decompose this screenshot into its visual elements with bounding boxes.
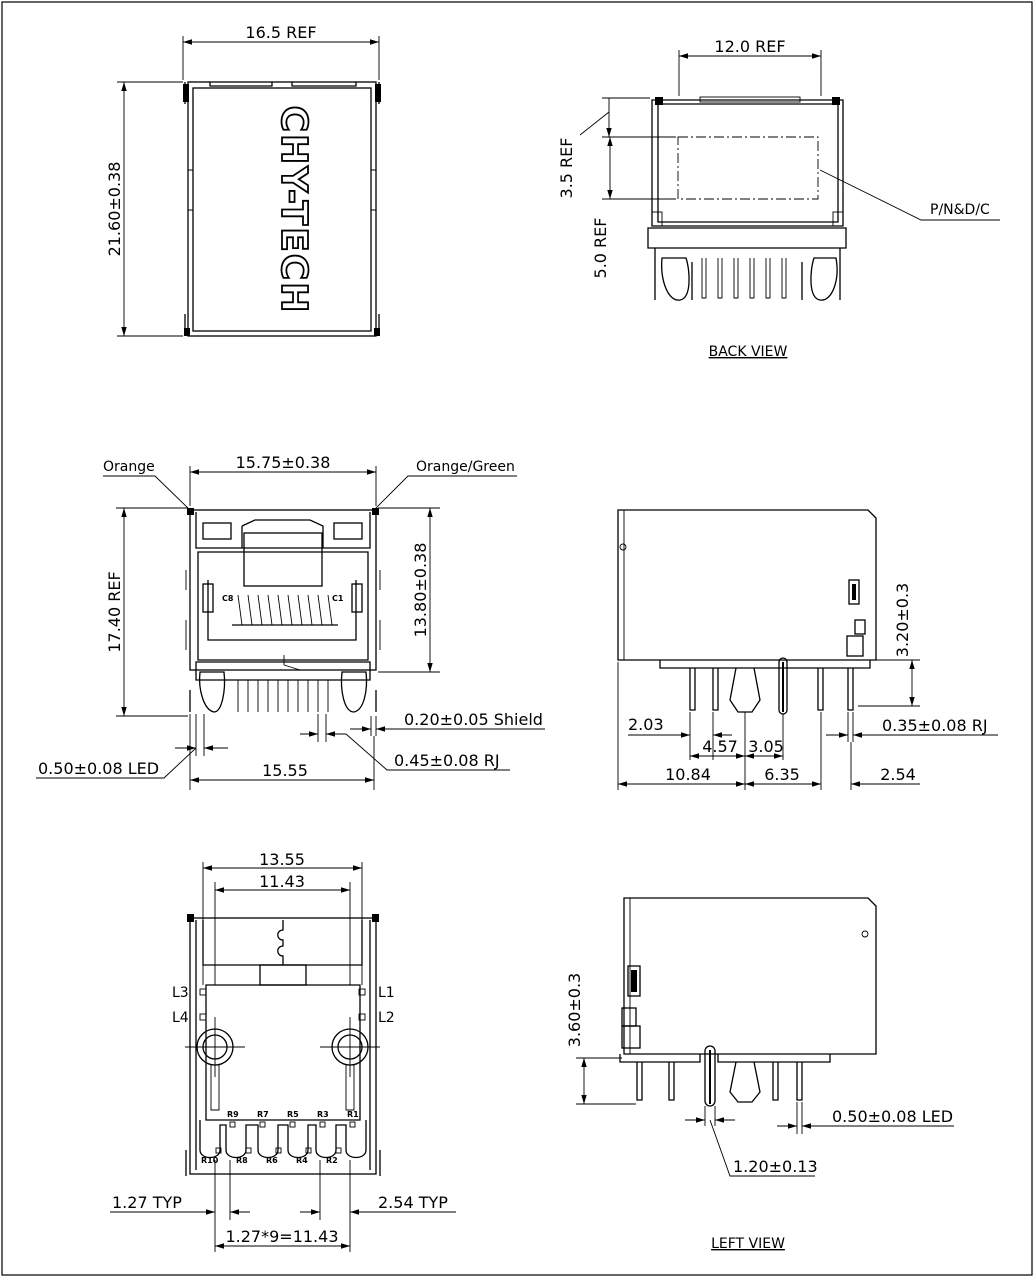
- back-label-height-dim: 3.5 REF: [557, 138, 576, 199]
- bottom-outer-dim: 13.55: [259, 850, 305, 869]
- side-view: 3.20±0.3 0.35±0.08 RJ 2.03 4.57 3.05 10.…: [617, 509, 998, 790]
- pin-label-r3: R3: [317, 1110, 329, 1119]
- left-led-pin-dim: 0.50±0.08 LED: [832, 1107, 953, 1126]
- brand-logo-text: CHY-TECH: [273, 106, 314, 315]
- side-dim-f: 2.54: [880, 765, 916, 784]
- pin-label-r4: R4: [296, 1156, 308, 1165]
- left-view-title: LEFT VIEW: [711, 1236, 785, 1252]
- side-dim-c: 3.05: [748, 737, 784, 756]
- base-width-dim: 15.55: [262, 761, 308, 780]
- left-view: 3.60±0.3 0.50±0.08 LED 1.20±0.13 LEFT VI…: [565, 897, 954, 1252]
- side-dim-e: 6.35: [764, 765, 800, 784]
- led-label-l4: L4: [172, 1010, 189, 1026]
- led-right-label: Orange/Green: [416, 459, 515, 475]
- pin-span-dim: 1.27*9=11.43: [225, 1227, 338, 1246]
- bottom-view: L3 L4 L1 L2 R9 R7 R5 R3 R1 R10 R8 R6 R4 …: [110, 850, 456, 1252]
- row-typ-dim: 2.54 TYP: [378, 1193, 448, 1212]
- side-dim-a: 2.03: [628, 715, 664, 734]
- pin-label-r7: R7: [257, 1110, 269, 1119]
- top-width-dim: 16.5 REF: [245, 23, 316, 42]
- side-dim-d: 10.84: [665, 765, 711, 784]
- side-dim-b: 4.57: [702, 737, 738, 756]
- pin-label-r8: R8: [236, 1156, 248, 1165]
- top-view: CHY-TECH 16.5 REF 21.60±0.38: [105, 23, 381, 337]
- back-view-title: BACK VIEW: [709, 344, 788, 360]
- bottom-inner-dim: 11.43: [259, 872, 305, 891]
- back-width-dim: 12.0 REF: [714, 37, 785, 56]
- pin-label-r6: R6: [266, 1156, 278, 1165]
- back-view: 12.0 REF 3.5 REF 5.0 REF P/N&D/C BACK VI…: [557, 37, 1000, 360]
- pin-label-r5: R5: [287, 1110, 299, 1119]
- front-view: C8 C1 Orange Orange/Green 15.75±0.38 17.…: [36, 453, 545, 790]
- front-height-dim: 17.40 REF: [105, 571, 124, 652]
- led-label-l3: L3: [172, 985, 189, 1001]
- left-height-dim: 3.60±0.3: [565, 973, 584, 1047]
- left-pin-dim: 1.20±0.13: [733, 1157, 818, 1176]
- led-label-l1: L1: [378, 985, 395, 1001]
- led-label-l2: L2: [378, 1010, 395, 1026]
- top-height-dim: 21.60±0.38: [105, 162, 124, 257]
- contact-c1-label: C1: [332, 594, 344, 603]
- side-rj-pin-dim: 0.35±0.08 RJ: [882, 716, 988, 735]
- pin-label-r9: R9: [227, 1110, 239, 1119]
- pin-label-r10: R10: [201, 1156, 219, 1165]
- pitch-typ-dim: 1.27 TYP: [112, 1193, 182, 1212]
- pin-label-r1: R1: [347, 1110, 359, 1119]
- contact-c8-label: C8: [222, 594, 234, 603]
- pin-label-r2: R2: [326, 1156, 338, 1165]
- back-marking-label: P/N&D/C: [930, 202, 990, 218]
- led-pin-dim: 0.50±0.08 LED: [38, 759, 159, 778]
- rj-pin-dim: 0.45±0.08 RJ: [394, 751, 500, 770]
- led-left-label: Orange: [103, 459, 155, 475]
- front-inner-height-dim: 13.80±0.38: [411, 543, 430, 638]
- side-height-dim: 3.20±0.3: [893, 583, 912, 657]
- back-view-pins: [661, 257, 838, 301]
- front-width-dim: 15.75±0.38: [236, 453, 331, 472]
- back-offset-dim: 5.0 REF: [591, 218, 610, 279]
- shield-dim: 0.20±0.05 Shield: [404, 710, 543, 729]
